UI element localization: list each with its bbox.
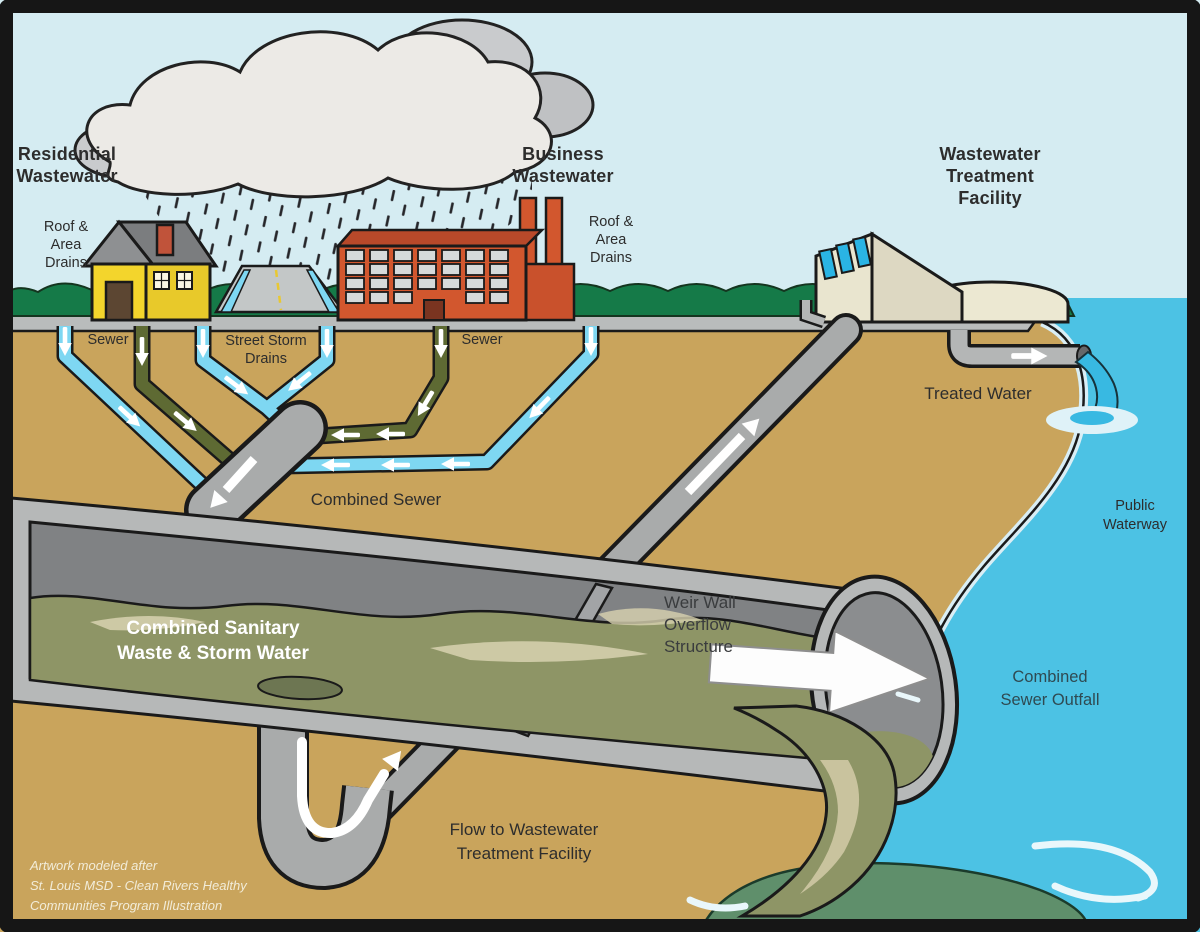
label-treatment-facility: Wastewater [939, 144, 1040, 164]
attribution-credit: Communities Program Illustration [30, 898, 222, 913]
factory-door [423, 299, 445, 321]
residential-house [80, 219, 219, 322]
combined-sewer-junction [184, 400, 328, 538]
overflow-arrow [707, 629, 933, 715]
label-sewer-outfall: Sewer Outfall [1000, 691, 1099, 709]
road-centerline [274, 269, 283, 311]
interceptor-flow-arrow [684, 418, 760, 496]
attribution-credit: Artwork modeled after [29, 858, 158, 873]
junction-flow-arrow [210, 455, 258, 508]
label-weir-wall: Weir Wall [664, 593, 736, 612]
house-door [104, 280, 134, 322]
label-business-wastewater: Wastewater [512, 166, 613, 186]
label-public-waterway: Public [1115, 498, 1155, 514]
label-treatment-facility: Facility [958, 188, 1022, 208]
label-sewer-right: Sewer [461, 332, 502, 348]
factory-chimney [544, 196, 564, 270]
house-windows [153, 271, 193, 290]
house-chimney [155, 223, 175, 257]
label-combined-sanitary: Combined Sanitary [126, 618, 300, 639]
label-roof-area-drains-left: Area [51, 237, 83, 253]
label-roof-area-drains-right: Drains [590, 250, 632, 266]
storm-cloud [73, 18, 595, 199]
label-residential-wastewater: Residential [18, 144, 116, 164]
sewage-highlight [90, 616, 205, 631]
drop-structure [257, 700, 394, 890]
facility-stub-pipe-fill [802, 300, 826, 326]
label-combined-sewer: Combined Sewer [311, 490, 442, 509]
facility-windows [818, 235, 872, 281]
label-flow-to-treatment: Flow to Wastewater [450, 820, 599, 839]
business-factory [335, 196, 576, 322]
label-roof-area-drains-right: Roof & [589, 214, 634, 230]
label-combined-sanitary: Waste & Storm Water [117, 643, 309, 664]
treated-water-pipe [947, 330, 1080, 368]
factory-parapet [335, 228, 546, 248]
labels: Residential Wastewater Roof & Area Drain… [16, 144, 1167, 913]
label-street-storm-drains: Drains [245, 351, 287, 367]
cloud-front [85, 30, 553, 199]
label-flow-to-treatment: Treatment Facility [457, 844, 592, 863]
label-treated-water: Treated Water [924, 384, 1032, 403]
sewage-highlight [598, 608, 702, 626]
label-public-waterway: Waterway [1103, 517, 1168, 533]
sewage-debris [257, 675, 343, 701]
combined-sewer-main-pipe [0, 495, 907, 802]
attribution-credit: St. Louis MSD - Clean Rivers Healthy [30, 878, 248, 893]
treatment-facility [799, 231, 1070, 329]
treated-splash [1070, 411, 1114, 425]
gutter-left [219, 269, 252, 313]
label-treatment-facility: Treatment [946, 166, 1034, 186]
label-weir-wall: Overflow [664, 615, 732, 634]
outfall-stream [733, 704, 898, 918]
street [213, 264, 347, 314]
label-street-storm-drains: Street Storm [225, 333, 306, 349]
outfall-stream-highlight [800, 760, 860, 894]
sewage-highlight [430, 641, 648, 662]
u-turn-flow-arrow [297, 737, 402, 838]
label-roof-area-drains-left: Drains [45, 255, 87, 271]
label-business-wastewater: Business [522, 144, 604, 164]
water-swirls [686, 691, 1158, 912]
label-sewer-outfall: Combined [1012, 668, 1087, 686]
label-residential-wastewater: Wastewater [16, 166, 117, 186]
label-sewer-left: Sewer [87, 332, 128, 348]
label-roof-area-drains-left: Roof & [44, 219, 89, 235]
label-roof-area-drains-right: Area [596, 232, 628, 248]
label-weir-wall: Structure [664, 637, 733, 656]
factory-windows [345, 249, 509, 304]
